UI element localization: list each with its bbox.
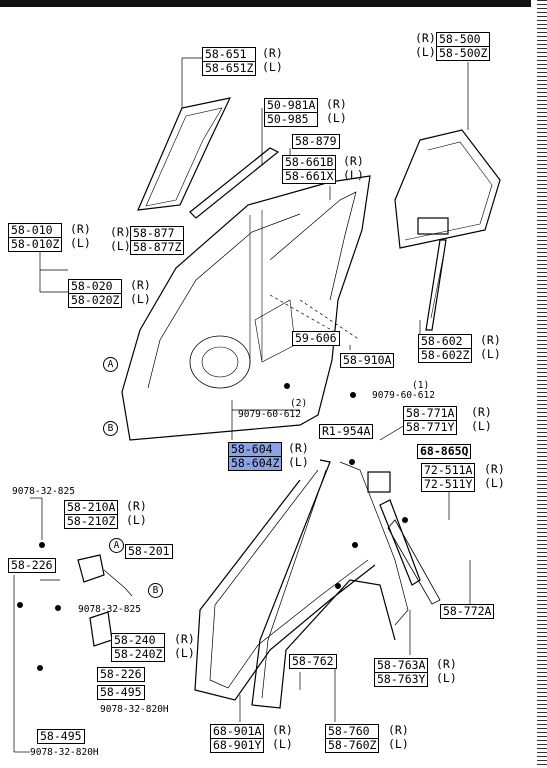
label-58-226-top: 58-226 [8,558,56,573]
frame-molding [137,97,232,211]
side-58-240: (R) (L) [174,632,195,660]
bolt-icon [37,665,43,671]
note-1: (1) [412,380,430,391]
label-58-763a: 58-763A 58-763Y [374,658,429,687]
label-58-772a: 58-772A [440,604,495,619]
page-edge-strip [537,0,547,768]
label-59-606: 59-606 [292,331,340,346]
door-glass [394,129,501,249]
door-shell [121,175,371,441]
label-58-760: 58-760 58-760Z [325,724,380,753]
weatherstrip-strip [189,147,280,219]
lower-hinge [89,611,113,647]
label-58-910a: 58-910A [340,353,395,368]
label-58-240: 58-240 58-240Z [111,633,166,662]
bolt-9079-60-612-center: 9079-60-612 [238,409,301,420]
label-58-495-left: 58-495 [37,729,85,744]
label-58-020: 58-020 58-020Z [68,279,123,308]
label-68-901a: 68-901A 68-901Y [210,724,265,753]
bolt-icon [402,517,408,523]
side-58-651: (R) (L) [262,46,283,74]
label-58-210a: 58-210A 58-210Z [64,500,119,529]
label-72-511a: 72-511A 72-511Y [421,463,476,492]
label-58-500: 58-500 58-500Z [436,32,491,61]
bolt-9078-32-825-mid: 9078-32-825 [78,604,141,615]
opening-trim [251,459,396,709]
door-weatherstrip [194,479,376,701]
bolt-icon [39,542,45,548]
side-68-901a: (R) (L) [272,723,293,751]
callout-b: B [103,421,118,436]
bolt-icon [55,605,61,611]
side-58-604: (R) (L) [288,441,309,469]
bolt-9078-32-820h-mid: 9078-32-820H [100,704,169,715]
label-58-201: 58-201 [125,544,173,559]
side-58-020: (R) (L) [130,278,151,306]
bolt-9078-32-820h-bottom: 9078-32-820H [30,747,99,758]
side-58-760: (R) (L) [388,723,409,751]
bolt-icon [350,392,356,398]
side-58-210a: (R) (L) [126,499,147,527]
label-58-771a: 58-771A 58-771Y [403,406,458,435]
bolt-icon [349,459,355,465]
bolt-icon [335,583,341,589]
label-58-762: 58-762 [289,654,337,669]
glass-channel [417,217,449,235]
label-58-495-right: 58-495 [97,685,145,700]
bolt-icon [352,542,358,548]
side-72-511a: (R) (L) [484,462,505,490]
regulator-rail [425,239,447,331]
side-50-981a: (R) (L) [326,97,347,125]
bolt-9079-60-612-right: 9079-60-612 [372,390,435,401]
side-58-602: (R) (L) [480,333,501,361]
label-58-010: 58-010 58-010Z [8,223,63,252]
bolt-icon [17,602,23,608]
side-58-500: (R) (L) [415,31,436,59]
label-58-879: 58-879 [292,134,340,149]
note-2: (2) [290,398,308,409]
label-58-604: 58-604 58-604Z [228,442,283,471]
label-58-602: 58-602 58-602Z [418,334,473,363]
striker-block [367,471,391,493]
callout-b-hinge: B [148,583,163,598]
top-border-bar [0,0,531,7]
label-58-651: 58-651 58-651Z [202,47,257,76]
bolt-icon [284,383,290,389]
callout-a: A [103,357,118,372]
side-58-661b: (R) (L) [343,154,364,182]
label-50-981a: 50-981A 50-985 [264,98,319,127]
label-58-877: 58-877 58-877Z [130,226,185,255]
upper-hinge [77,554,105,583]
label-r1-954a: R1-954A [319,424,374,439]
label-58-661b: 58-661B 58-661X [282,155,337,184]
side-58-771a: (R) (L) [471,405,492,433]
side-58-877: (R) (L) [110,225,131,253]
bolt-9078-32-825-top: 9078-32-825 [12,486,75,497]
label-58-226-bottom: 58-226 [97,667,145,682]
side-58-010: (R) (L) [70,222,91,250]
side-58-763a: (R) (L) [436,657,457,685]
callout-a-hinge: A [109,538,124,553]
door-check-link [379,499,421,586]
label-68-865q: 68-865Q [417,444,472,459]
